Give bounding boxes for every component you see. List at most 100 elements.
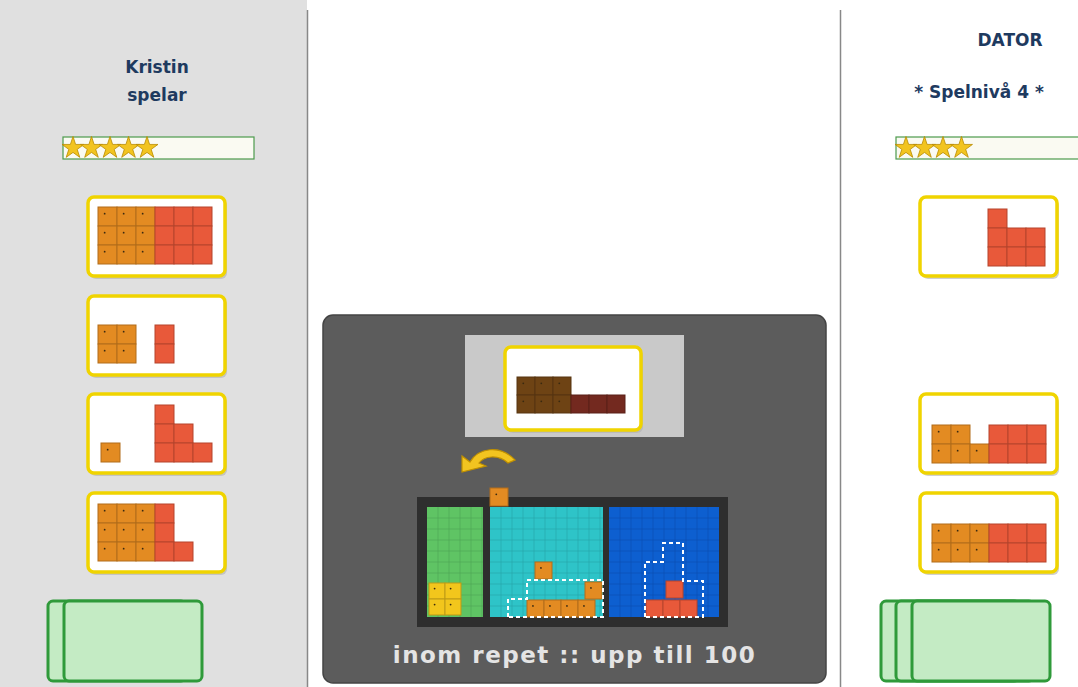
rating-star bbox=[951, 136, 973, 157]
block-dot bbox=[104, 529, 106, 531]
block-dot bbox=[123, 251, 125, 253]
block-cell bbox=[951, 543, 970, 562]
block-cell bbox=[117, 344, 136, 363]
rating-star bbox=[118, 136, 140, 157]
block-dot bbox=[976, 450, 978, 452]
block-cell bbox=[174, 207, 193, 226]
block-cell bbox=[155, 405, 174, 424]
block-dot bbox=[590, 587, 592, 589]
computer-panel: DATOR* Spelnivå 4 * bbox=[840, 0, 1078, 687]
block-dot bbox=[558, 382, 560, 384]
block-cell bbox=[585, 582, 602, 599]
block-cell bbox=[1007, 228, 1026, 247]
rating-star bbox=[62, 136, 84, 157]
block-dot bbox=[938, 431, 940, 433]
block-dot bbox=[123, 350, 125, 352]
block-dot bbox=[522, 382, 524, 384]
block-dot bbox=[123, 510, 125, 512]
block-dot bbox=[549, 605, 551, 607]
block-cell bbox=[1008, 425, 1027, 444]
block-cell bbox=[136, 523, 155, 542]
block-dot bbox=[957, 450, 959, 452]
block-cell bbox=[553, 377, 571, 395]
block-cell bbox=[98, 245, 117, 264]
block-cell bbox=[951, 444, 970, 463]
card-stack bbox=[64, 601, 202, 681]
block-cell bbox=[1027, 543, 1046, 562]
block-dot bbox=[540, 400, 542, 402]
block-cell bbox=[98, 542, 117, 561]
block-cell bbox=[155, 424, 174, 443]
block-cell bbox=[136, 207, 155, 226]
blue-region bbox=[609, 507, 719, 617]
block-cell bbox=[117, 325, 136, 344]
block-dot bbox=[434, 604, 436, 606]
block-cell bbox=[445, 583, 461, 599]
block-cell bbox=[517, 377, 535, 395]
block-cell bbox=[155, 523, 174, 542]
block-cell bbox=[1008, 543, 1027, 562]
block-dot bbox=[142, 548, 144, 550]
block-dot bbox=[450, 604, 452, 606]
block-dot bbox=[938, 530, 940, 532]
block-dot bbox=[957, 549, 959, 551]
rating-star bbox=[81, 136, 103, 157]
block-dot bbox=[938, 549, 940, 551]
block-cell bbox=[527, 600, 544, 617]
block-dot bbox=[566, 605, 568, 607]
cyan-region bbox=[490, 507, 603, 617]
block-dot bbox=[104, 251, 106, 253]
placement-outline bbox=[645, 543, 703, 617]
playfield bbox=[417, 497, 728, 627]
block-cell bbox=[1007, 247, 1026, 266]
block-dot bbox=[142, 232, 144, 234]
block-cell bbox=[988, 209, 1007, 228]
block-cell bbox=[535, 377, 553, 395]
piece-card bbox=[88, 296, 225, 375]
opponent-name: DATOR bbox=[960, 26, 1060, 54]
block-dot bbox=[104, 331, 106, 333]
block-dot bbox=[123, 331, 125, 333]
block-cell bbox=[932, 425, 951, 444]
block-cell bbox=[663, 600, 680, 617]
block-cell bbox=[155, 542, 174, 561]
region-grid bbox=[609, 507, 719, 617]
block-cell bbox=[1026, 247, 1045, 266]
block-dot bbox=[558, 400, 560, 402]
player-name: Kristin spelar bbox=[103, 53, 211, 109]
block-dot bbox=[976, 549, 978, 551]
block-cell bbox=[98, 325, 117, 344]
block-cell bbox=[578, 600, 595, 617]
player-panel: Kristin spelar bbox=[0, 0, 307, 687]
rating-star bbox=[99, 136, 121, 157]
block-dot bbox=[434, 588, 436, 590]
block-cell bbox=[1027, 425, 1046, 444]
block-cell bbox=[561, 600, 578, 617]
block-cell bbox=[193, 226, 212, 245]
block-cell bbox=[155, 344, 174, 363]
block-cell bbox=[989, 425, 1008, 444]
board-panel: inom repet :: upp till 100 bbox=[323, 315, 826, 683]
block-dot bbox=[583, 605, 585, 607]
block-cell bbox=[517, 395, 535, 413]
block-dot bbox=[532, 605, 534, 607]
block-dot bbox=[104, 548, 106, 550]
block-cell bbox=[932, 543, 951, 562]
block-dot bbox=[450, 588, 452, 590]
block-cell bbox=[117, 504, 136, 523]
block-cell bbox=[1027, 444, 1046, 463]
block-cell bbox=[174, 226, 193, 245]
block-dot bbox=[123, 548, 125, 550]
block-cell bbox=[101, 443, 120, 462]
block-cell bbox=[117, 523, 136, 542]
block-dot bbox=[976, 530, 978, 532]
block-dot bbox=[540, 567, 542, 569]
piece-card bbox=[88, 493, 225, 572]
block-cell bbox=[98, 523, 117, 542]
block-cell bbox=[932, 524, 951, 543]
block-dot bbox=[495, 493, 497, 495]
block-cell bbox=[571, 395, 589, 413]
block-cell bbox=[666, 581, 683, 598]
block-cell bbox=[646, 600, 663, 617]
